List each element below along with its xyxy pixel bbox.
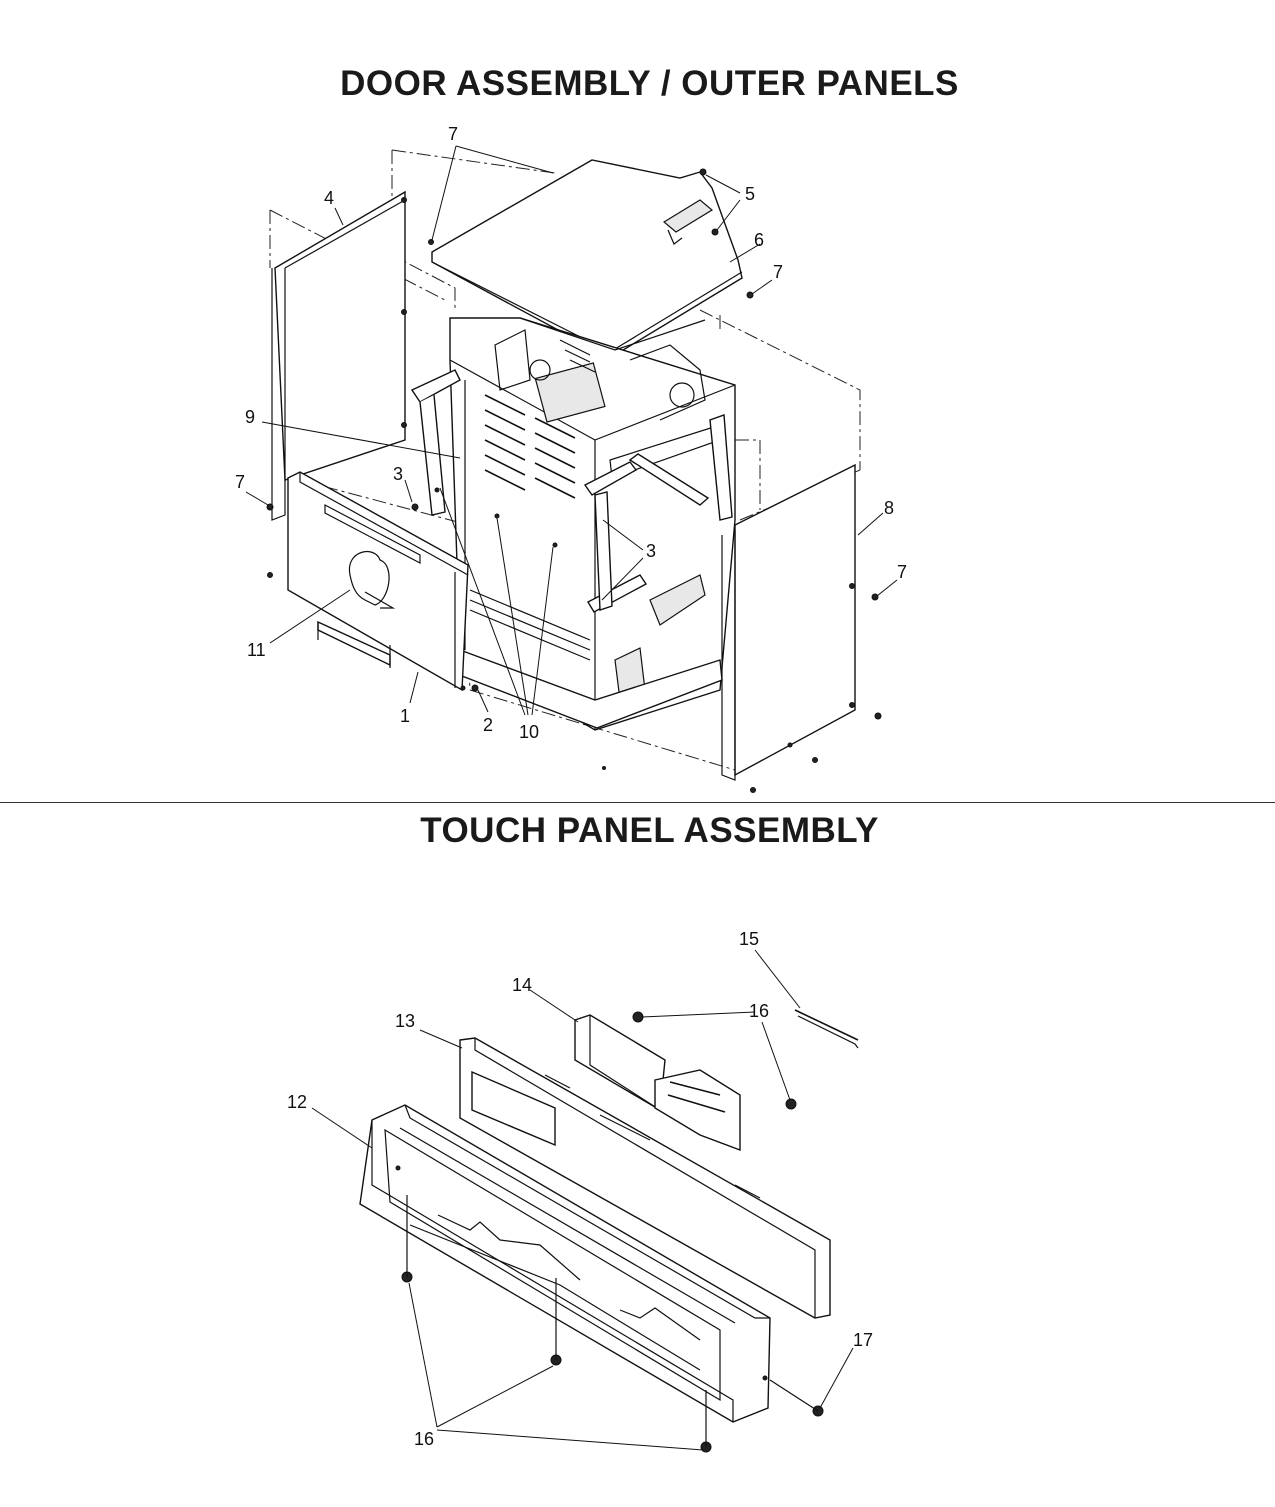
callout-14: 14 — [512, 975, 532, 995]
callout-1: 1 — [400, 706, 410, 726]
door-hinges — [410, 369, 733, 613]
callout-16-bottom: 16 — [414, 1429, 434, 1449]
callout-16-top: 16 — [749, 1001, 769, 1021]
callout-11: 11 — [247, 640, 266, 660]
right-side-panel — [721, 463, 856, 781]
section-divider — [0, 802, 1275, 803]
callout-3-right: 3 — [646, 541, 656, 561]
top-panel — [431, 159, 743, 362]
callout-15: 15 — [739, 929, 759, 949]
callout-6: 6 — [754, 230, 764, 250]
callout-9: 9 — [245, 407, 255, 427]
callout-leaders-bottom — [311, 949, 854, 1451]
callout-7-left: 7 — [235, 472, 245, 492]
door-panel — [267, 471, 469, 692]
left-side-panel — [271, 190, 407, 521]
callout-4: 4 — [324, 188, 334, 208]
callout-7-right-top: 7 — [773, 262, 783, 282]
callout-2: 2 — [483, 715, 493, 735]
control-overlay-board — [459, 1037, 831, 1319]
callout-7-right: 7 — [897, 562, 907, 582]
callout-13: 13 — [395, 1011, 415, 1031]
callout-5: 5 — [745, 184, 755, 204]
electronics-components — [494, 329, 721, 479]
vent-louvers — [484, 394, 576, 499]
callout-3-left: 3 — [393, 464, 403, 484]
callout-leaders-top — [245, 145, 898, 716]
screws-touch-panel — [401, 1011, 824, 1453]
display-board — [574, 1014, 666, 1112]
callout-10: 10 — [519, 722, 539, 742]
control-panel-housing — [359, 1104, 771, 1423]
door-assembly-drawing: 7 5 4 6 7 9 3 7 8 3 7 11 1 2 10 — [235, 124, 907, 793]
callout-12: 12 — [287, 1092, 307, 1112]
oven-chassis — [410, 317, 736, 731]
callout-8: 8 — [884, 498, 894, 518]
touch-panel-drawing: 15 14 16 13 12 17 16 — [287, 929, 873, 1453]
callout-7-top: 7 — [448, 124, 458, 144]
section-title-door-assembly: DOOR ASSEMBLY / OUTER PANELS — [340, 64, 959, 103]
wire-harness — [794, 1009, 859, 1049]
control-board — [654, 1069, 741, 1152]
section-title-touch-panel: TOUCH PANEL ASSEMBLY — [420, 811, 879, 850]
screws-door-area — [266, 168, 882, 793]
callout-17: 17 — [853, 1330, 873, 1350]
